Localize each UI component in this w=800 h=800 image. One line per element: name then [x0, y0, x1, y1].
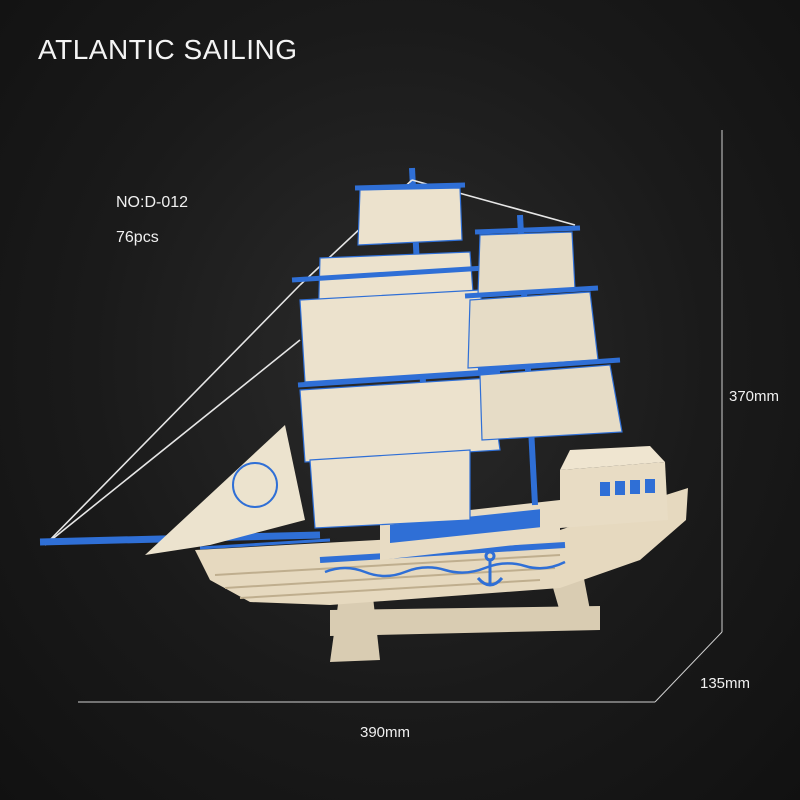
- model-number: NO:D-012: [116, 194, 189, 211]
- anchor-icon: [476, 550, 504, 587]
- fore-mast-sails: [291, 182, 501, 529]
- jib-sail: [145, 425, 305, 555]
- depth-dimension-label: 135mm: [700, 675, 751, 692]
- page-title: ATLANTIC SAILING: [38, 34, 298, 65]
- width-dimension-label: 390mm: [360, 724, 411, 741]
- ship-model-icon: [39, 167, 688, 662]
- main-mast-sails: [464, 225, 623, 441]
- piece-count: 76pcs: [116, 229, 159, 246]
- height-dimension-label: 370mm: [729, 388, 780, 405]
- dimension-lines: [78, 130, 723, 703]
